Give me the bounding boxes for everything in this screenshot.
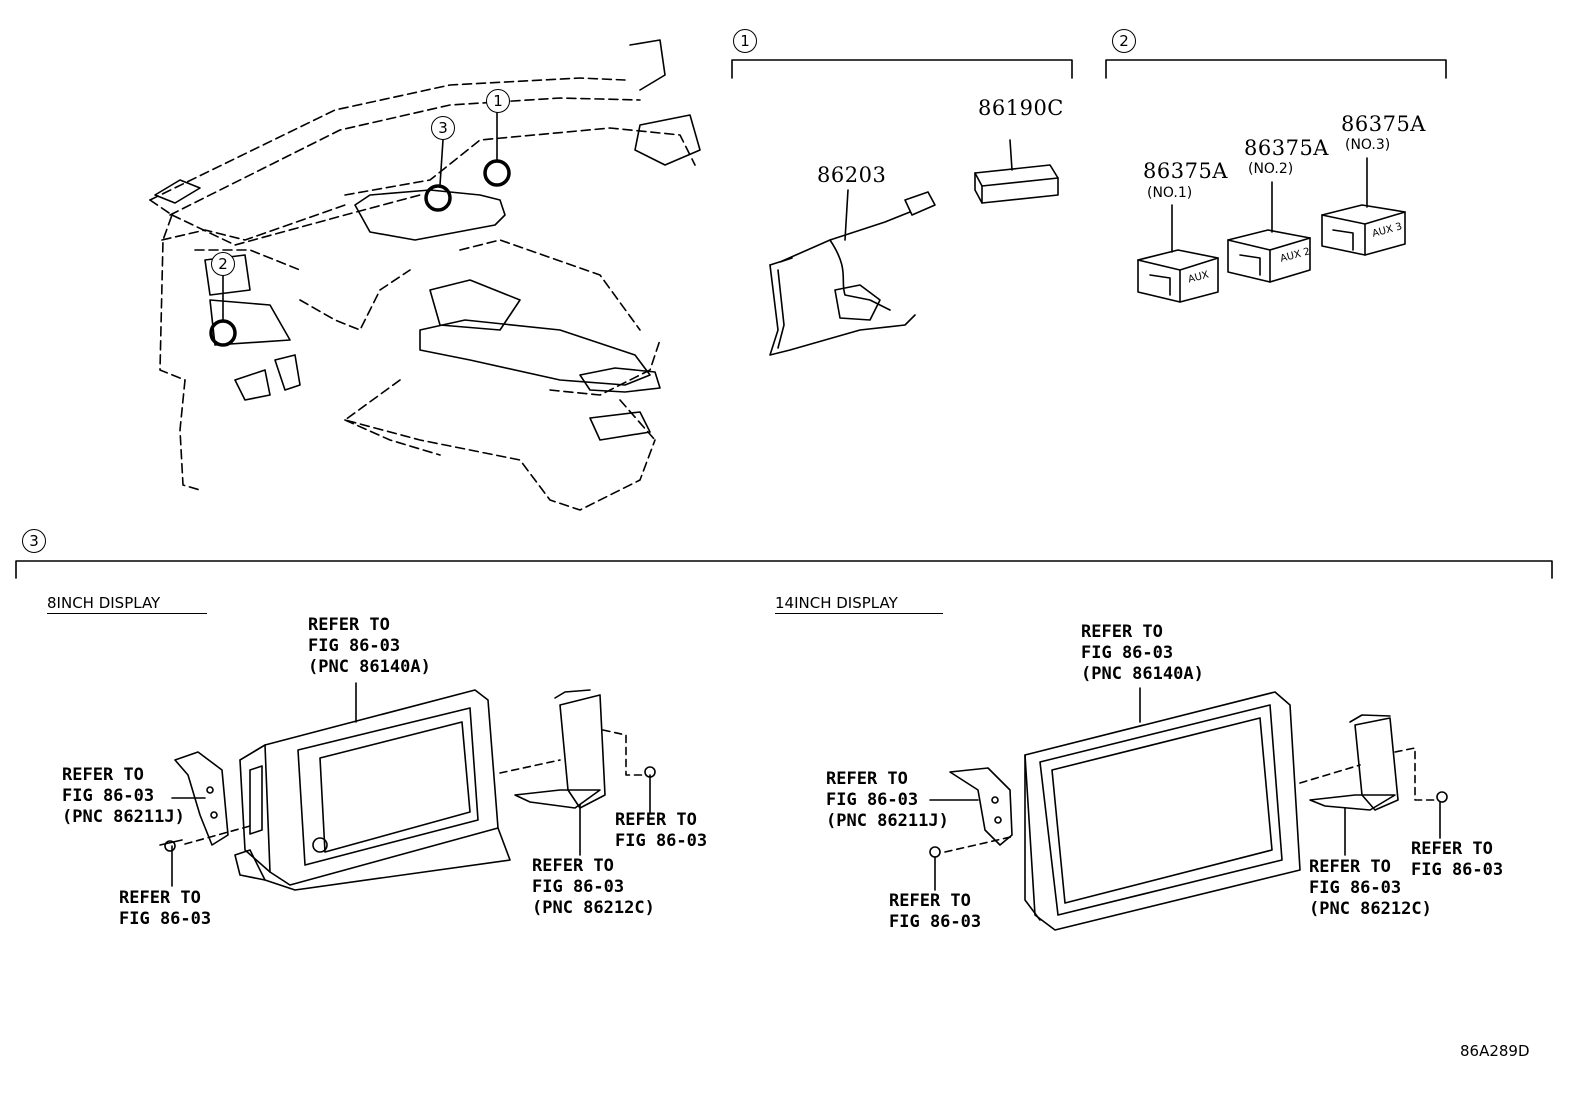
callout-2-header: 2 (1112, 29, 1136, 53)
display8-unit (234, 689, 511, 891)
figure-code: 86A289D (1460, 1042, 1530, 1060)
display8-leaders (159, 682, 656, 887)
note-no3: (NO.3) (1345, 137, 1391, 153)
display8-right-bracket (514, 689, 606, 809)
display14-unit (1024, 691, 1301, 931)
callout-2-dashboard: 2 (211, 252, 235, 276)
part-86190C-module (974, 139, 1059, 204)
group-brackets (15, 59, 1553, 579)
pnc-86203: 86203 (817, 163, 887, 187)
note-no1: (NO.1) (1147, 185, 1193, 201)
callout-1-header: 1 (733, 29, 757, 53)
section-title-14inch: 14INCH DISPLAY (775, 594, 943, 614)
display8-left-bracket (174, 751, 229, 846)
callout-3-dashboard: 3 (431, 116, 455, 140)
callout-3-header: 3 (22, 529, 46, 553)
pnc-86375A-no1: 86375A (1143, 159, 1228, 183)
display14-right-bracket (1309, 714, 1399, 811)
switch-aux2 (1227, 181, 1311, 283)
callout-1-dashboard: 1 (486, 89, 510, 113)
dashboard-leaders (222, 112, 498, 321)
switch-aux3 (1321, 157, 1406, 256)
switch-aux1 (1137, 204, 1219, 303)
pnc-86375A-no3: 86375A (1341, 112, 1426, 136)
pnc-86375A-no2: 86375A (1244, 136, 1329, 160)
display14-leaders (929, 687, 1448, 891)
pnc-86190C: 86190C (978, 96, 1064, 120)
section-title-8inch: 8INCH DISPLAY (47, 594, 207, 614)
display14-left-bracket (949, 767, 1013, 846)
part-86203-harness (769, 189, 936, 356)
dashboard-callout-markers (209, 159, 511, 347)
note-no2: (NO.2) (1248, 161, 1294, 177)
dashboard-illustration (149, 77, 696, 511)
